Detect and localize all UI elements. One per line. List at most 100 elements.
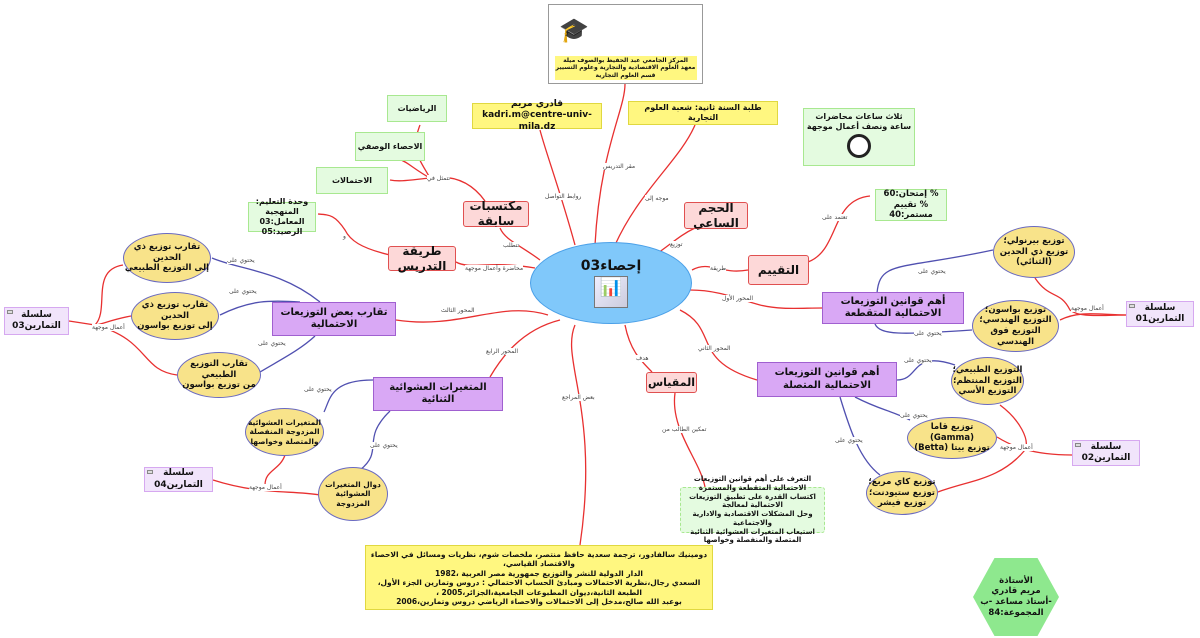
edge-label: المحور الرابع (486, 348, 519, 355)
node-discrete[interactable]: أهم قوانين التوزيعات الاحتمالية المتقطعة (822, 292, 964, 324)
students-box: طلبة السنة ثانية: شعبة العلوم التجارية (628, 101, 778, 125)
reference-line: الدار الدولية للنشر والتوزيع جمهورية مصر… (435, 568, 643, 578)
line: من توزيع بواسون (182, 380, 256, 391)
series-label: سلسلة التمارين03 (12, 309, 61, 331)
line: توزيع بيرنولي؛ (1003, 236, 1065, 247)
node-probability[interactable]: الاحتمالات (316, 167, 388, 194)
institution-line: قسم العلوم التجارية (595, 71, 656, 79)
reference-line: الطبعة الثانية،ديوان المطبوعات الجامعية،… (436, 587, 642, 597)
line: المتغيرات العشوائية (247, 417, 322, 427)
node-series02[interactable]: سلسلة التمارين02 (1072, 440, 1140, 466)
line: تقارب توزيع ذي الحدين (141, 300, 209, 321)
contact-name: قادري مريم (510, 99, 564, 110)
edge-label: مقر التدريس (603, 163, 636, 170)
edge-label: يحتوي على (229, 288, 257, 295)
unit-line: الرصيد:05 (261, 227, 303, 236)
reference-line: السعدي رجال،نظرية الاحتمالات ومبادئ الحس… (377, 578, 701, 588)
contact-email[interactable]: kadri.m@centre-univ-mila.dz (482, 110, 592, 132)
node-cont-b[interactable]: توزيع قاما (Gamma)توزيع بيتا (Betta) (907, 417, 997, 459)
edge-label: تتطلب (503, 242, 520, 249)
edge-label: يحتوي على (914, 330, 942, 337)
node-discrete-b[interactable]: توزيع بواسون؛التوزيع الهندسي؛التوزيع فوق… (972, 300, 1059, 352)
institution-line: المركز الجامعي عبد الحفيظ بوالصوف ميلة (563, 56, 688, 64)
attachment-icon (7, 310, 13, 314)
node-cont-a[interactable]: التوزيع الطبيعي؛التوزيع المنتظم؛التوزيع … (951, 357, 1024, 405)
central-title: إحصاء03 (580, 258, 642, 275)
reference-line: بوعبد الله صالح،مدخل إلى الاحتمالات والا… (396, 596, 682, 606)
exam-line: % إمتحان:60 (883, 189, 939, 200)
edge-label: تتمثل في (427, 175, 451, 182)
attachment-icon (1129, 304, 1135, 308)
node-cont-c[interactable]: توزيع كاي مربع؛توزيع ستيودنت؛توزيع فيشر (866, 471, 938, 515)
edge-label: يحتوي على (904, 357, 932, 364)
line: المزدوجة المنفصلة (249, 427, 320, 437)
line: التوزيع الطبيعي؛ (952, 365, 1023, 376)
node-exam[interactable]: % إمتحان:60% تقييم مستمر:40 (875, 189, 947, 221)
edge-label: أعمال موجهة (249, 484, 282, 491)
hours-line: ثلاث ساعات محاضرات (815, 112, 903, 121)
goal-line: التعرف على أهم قوانين التوزيعات الاحتمال… (693, 475, 812, 492)
node-descriptive[interactable]: الاحصاء الوصفي (355, 132, 425, 161)
node-discrete-a[interactable]: توزيع بيرنولي؛توزيع ذي الحدين(الثنائي) (993, 226, 1075, 278)
line: إلى التوزيع الطبيعي (124, 263, 210, 274)
edge-label: يحتوي على (304, 386, 332, 393)
node-bivariate[interactable]: المتغيرات العشوائية الثنائية (373, 377, 503, 411)
teacher-line: مريم قادري (991, 586, 1041, 597)
series-label: سلسلة التمارين01 (1135, 302, 1185, 324)
edge-label: و (343, 233, 346, 240)
node-math[interactable]: الرياضيات (387, 95, 447, 122)
line: توزيع ستيودنت؛ (869, 487, 935, 498)
teacher-line: -أستاذ مساعد -ب (980, 597, 1052, 607)
contact-box: قادري مريم kadri.m@centre-univ-mila.dz (472, 99, 602, 132)
node-evaluation[interactable]: التقييم (748, 255, 809, 285)
line: توزيع بواسون؛ (984, 304, 1047, 315)
exam-line: % تقييم مستمر:40 (889, 199, 933, 221)
line: إلى توزيع بواسون (137, 321, 213, 332)
institution-line: معهد العلوم الاقتصادية والتجارية وعلوم ا… (555, 64, 696, 71)
attachment-icon (147, 470, 153, 474)
goal-line: اكتساب القدرة على تطبيق التوزيعات الاحتم… (689, 492, 816, 510)
node-scale[interactable]: المقياس (646, 372, 697, 393)
line: توزيع فيشر (877, 498, 927, 509)
edge-label: يحتوي على (227, 257, 255, 264)
reference-line: دومينيك سالفادور، ترجمة سعدية حافظ منتصر… (370, 550, 708, 569)
statistics-chart-icon: 📊 (594, 275, 628, 308)
goal-line: وحل المشكلات الاقتصادية والادارية والاجت… (692, 510, 813, 527)
node-references[interactable]: دومينيك سالفادور، ترجمة سعدية حافظ منتصر… (365, 545, 713, 610)
node-series01[interactable]: سلسلة التمارين01 (1126, 301, 1194, 327)
edge-label: يحتوي على (918, 268, 946, 275)
node-prior-knowledge[interactable]: مكتسبات سابقة (463, 199, 529, 228)
line: والمتصلة وخواصها (250, 436, 319, 446)
clock-icon (847, 134, 871, 158)
edge-label: أعمال موجهة (1000, 444, 1033, 451)
node-series04[interactable]: سلسلة التمارين04 (144, 467, 213, 492)
node-goals[interactable]: التعرف على أهم قوانين التوزيعات الاحتمال… (680, 475, 825, 544)
edge-label: أعمال موجهة (92, 324, 125, 331)
node-teaching-method[interactable]: طريقة التدريس (388, 244, 456, 273)
node-series03[interactable]: سلسلة التمارين03 (4, 307, 69, 335)
line: العشوائية (335, 489, 371, 499)
teacher-line: الأستاذة (999, 575, 1033, 586)
institution-card: 🎓 المركز الجامعي عبد الحفيظ بوالصوف ميلة… (548, 4, 703, 84)
edge-label: أعمال موجهة (1071, 305, 1104, 312)
teacher-line: المجموعة:84 (988, 607, 1044, 618)
edge-label: طريقة (710, 265, 727, 272)
unit-line: المعامل:03 (259, 217, 305, 226)
unit-line: وحدة التعليم: المنهجية (255, 197, 309, 216)
central-topic[interactable]: إحصاء03 📊 (530, 242, 692, 324)
edge-label: موجه إلى (645, 195, 669, 202)
node-hours[interactable]: الحجم الساعي (684, 201, 748, 230)
line: (الثنائي) (1016, 257, 1052, 268)
line: دوال المتغيرات (325, 479, 381, 489)
hours-line: ساعة ونصف أعمال موجهة (806, 122, 912, 131)
node-approx[interactable]: تقارب بعض التوزيعات الاحتمالية (272, 302, 396, 336)
node-continuous[interactable]: أهم قوانين التوزيعات الاحتمالية المتصلة (757, 362, 897, 397)
goal-line: استيعاب المتغيرات العشوائية الثنائية الم… (690, 527, 815, 545)
edge-label: يحتوي على (370, 442, 398, 449)
